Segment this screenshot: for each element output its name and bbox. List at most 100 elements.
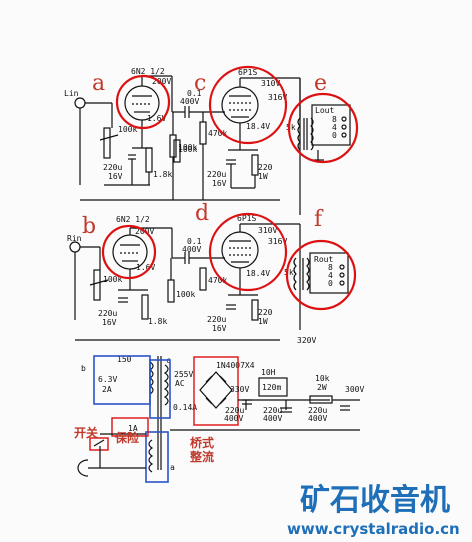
- watermark-url: www.crystalradio.cn: [287, 520, 460, 538]
- grid-leak-v4: [199, 267, 207, 291]
- cathode-resistor-v1: [145, 147, 153, 173]
- coupling-cap-v2-voltage: 400V: [182, 245, 201, 254]
- highlight-circle-f: [285, 239, 357, 311]
- watermark-title: 矿石收音机: [300, 483, 450, 518]
- cathode-resistor-v4-value: 220: [258, 308, 273, 317]
- filter-cap-2-voltage: 400V: [263, 414, 282, 423]
- output-transformer-left-impedance: 5k: [286, 123, 296, 132]
- tube-v3-name: 6P1S: [238, 68, 257, 77]
- dropping-resistor-value: 10k: [315, 374, 330, 383]
- fuse-rating: 1A: [128, 424, 138, 433]
- bridge-part-number: 1N4007X4: [216, 361, 255, 370]
- output-tap-0-left: 0: [332, 131, 337, 140]
- grid-resistor-v1-value: 100k: [118, 125, 137, 134]
- tube-v3-screen-voltage: 316V: [268, 93, 287, 102]
- highlight-circle-c: [208, 65, 288, 145]
- primary-winding: [148, 439, 154, 473]
- choke-inductance: 10H: [261, 368, 276, 377]
- output-tap-4-left: 4: [332, 123, 337, 132]
- cathode-cap-v4-value: 220u: [207, 315, 226, 324]
- output-label-left: Lout: [315, 106, 334, 115]
- grid-resistor-v2-value: 100k: [103, 275, 122, 284]
- bridge-note-line1: 桥式: [190, 435, 214, 450]
- tube-v2-cathode-voltage: 1.6V: [136, 263, 155, 272]
- cathode-cap-v4-voltage: 16V: [212, 324, 227, 333]
- choke-current: 120m: [262, 383, 281, 392]
- plate-resistor-v1: [169, 134, 177, 158]
- tube-v3-plate-voltage: 310V: [261, 79, 280, 88]
- tube-v3: [221, 86, 259, 124]
- output-terminal-box-left: [311, 104, 351, 146]
- hv-ac-label: AC: [175, 379, 185, 388]
- switch-note: 开关: [74, 425, 98, 440]
- filter-cap-3-value: 220u: [308, 406, 327, 415]
- tube-v4: [221, 231, 259, 269]
- output-transformer-right-impedance: 5k: [284, 268, 294, 277]
- plate-resistor-v1-value: 100k: [178, 143, 197, 152]
- volume-pot-left: [103, 127, 111, 159]
- fuse-note: 保险: [114, 430, 140, 445]
- rectified-voltage: 330V: [230, 385, 249, 394]
- psu-label-b: b: [81, 364, 86, 373]
- coupling-cap-v1-voltage: 400V: [180, 97, 199, 106]
- bridge-note-line2: 整流: [189, 449, 214, 464]
- primary-winding-box: [145, 431, 169, 483]
- tube-v4-name: 6P1S: [237, 214, 256, 223]
- hv-voltage: 255V: [174, 370, 193, 379]
- output-tap-8-right: 8: [328, 263, 333, 272]
- tube-v4-screen-voltage: 316V: [268, 237, 287, 246]
- highlight-circle-b: [101, 224, 157, 280]
- heater-voltage: 6.3V: [98, 375, 117, 384]
- filter-cap-2-value: 220u: [263, 406, 282, 415]
- cathode-resistor-v4-watt: 1W: [258, 317, 268, 326]
- tube-v2-name: 6N2 1/2: [116, 215, 150, 224]
- input-label-right: Rin: [67, 234, 82, 243]
- b-plus-output-voltage: 320V: [297, 336, 316, 345]
- filter-cap-3-voltage: 400V: [308, 414, 327, 423]
- cathode-resistor-v1-value: 1.8k: [153, 170, 172, 179]
- choke: [258, 377, 288, 397]
- cathode-resistor-v2-value: 1.8k: [148, 317, 167, 326]
- cathode-cap-v1-voltage: 16V: [108, 172, 123, 181]
- cathode-resistor-v4: [251, 299, 259, 321]
- hv-winding: [163, 364, 169, 406]
- output-label-right: Rout: [314, 255, 333, 264]
- fuse-box: [111, 417, 149, 437]
- input-label-left: Lin: [64, 89, 79, 98]
- tube-v1-plate-voltage: 200V: [152, 77, 171, 86]
- tube-v3-cathode-voltage: 18.4V: [246, 122, 270, 131]
- plate-resistor-v2-value: 100k: [176, 290, 195, 299]
- marker-b: b: [82, 214, 96, 239]
- bridge-rectifier: [199, 371, 233, 409]
- cathode-cap-v3-value: 220u: [207, 170, 226, 179]
- plate-resistor-v2: [167, 279, 175, 303]
- coupling-cap-v1-value: 0.1: [187, 89, 202, 98]
- b-plus-voltage: 300V: [345, 385, 364, 394]
- coupling-cap-v2-value: 0.1: [187, 237, 202, 246]
- cathode-resistor-v3-value: 220: [258, 163, 273, 172]
- bridge-rectifier-box: [193, 356, 239, 426]
- filter-cap-1-value: 220u: [225, 406, 244, 415]
- volume-pot-right: [93, 269, 101, 301]
- hv-current: 0.14A: [173, 403, 197, 412]
- grid-leak-v3: [199, 121, 207, 145]
- grid-leak-v3-value: 470k: [208, 129, 227, 138]
- output-tap-0-right: 0: [328, 279, 333, 288]
- input-jack-right: [69, 241, 100, 320]
- highlight-circle-d: [208, 212, 288, 292]
- grid-resistor-v3: [173, 139, 181, 163]
- tube-v4-plate-voltage: 310V: [258, 226, 277, 235]
- grid-resistor-v3-value: 100k: [178, 145, 197, 154]
- cathode-cap-v2-value: 220u: [98, 309, 117, 318]
- output-tap-4-right: 4: [328, 271, 333, 280]
- filter-cap-1-voltage: 400V: [224, 414, 243, 423]
- switch-box: [89, 437, 109, 451]
- marker-d: d: [195, 201, 209, 226]
- cathode-resistor-v3-watt: 1W: [258, 172, 268, 181]
- output-transformer-right: [293, 257, 310, 291]
- highlight-circle-e: [287, 92, 359, 164]
- grid-leak-v4-value: 470k: [208, 276, 227, 285]
- cathode-cap-v1-value: 220u: [103, 163, 122, 172]
